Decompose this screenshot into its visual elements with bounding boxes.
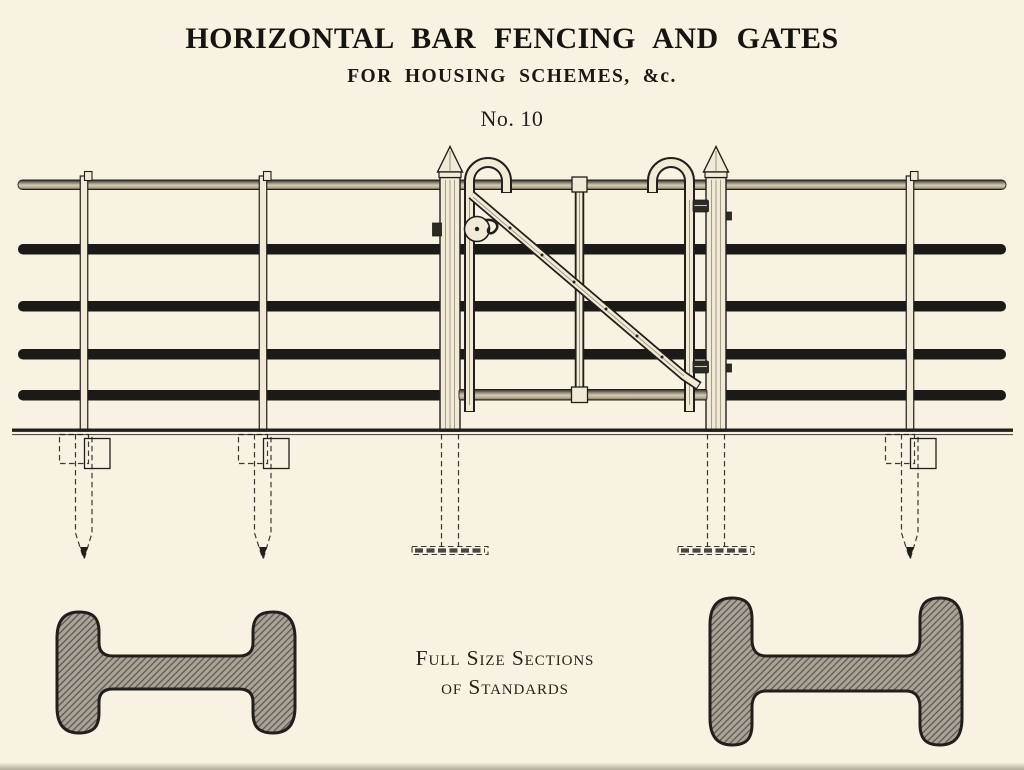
gate-post-right [702,144,730,432]
brace-rivets [508,226,664,359]
fence-bar-4 [698,390,1006,401]
gate-posts [436,144,730,432]
fence-bar-2 [18,301,1006,312]
fence-bar-3 [18,349,1006,360]
gate-hinge-top [692,199,732,221]
gate-post-foundation [677,434,755,556]
fence-bar-4 [18,390,462,401]
latch-keeper [432,222,442,237]
standard-foundations [58,433,937,559]
design-number: No. 10 [480,106,544,131]
sections-caption-line1: Full Size Sections [415,646,595,670]
standard-section-large [708,596,964,747]
gate-diagonal-brace [468,191,702,390]
page-title: HORIZONTAL BAR FENCING AND GATES [185,22,839,55]
ground-line [12,428,1013,436]
standard-section-small [55,610,297,735]
sections-caption: Full Size Sections of Standards [350,644,660,702]
standard-ground-anchor [884,433,937,559]
sections-caption-line2: of Standards [441,675,569,699]
gate-post-left [436,144,464,432]
gate-post-foundation [411,434,489,556]
gate-stile-right [647,157,695,412]
gate-latch [432,215,499,243]
page-bottom-edge [0,762,1024,770]
stile-bottom-clip [570,386,589,404]
page-subtitle: FOR HOUSING SCHEMES, &c. [347,66,677,87]
gate [432,157,732,412]
standard-ground-anchor [237,433,290,559]
standard-ground-anchor [58,433,111,559]
fence-bar-1 [18,244,1006,255]
stile-top-clip [571,176,588,193]
latch-handle [484,218,499,235]
fence-rails [17,179,1007,401]
gate-hinge-bottom [692,360,732,374]
